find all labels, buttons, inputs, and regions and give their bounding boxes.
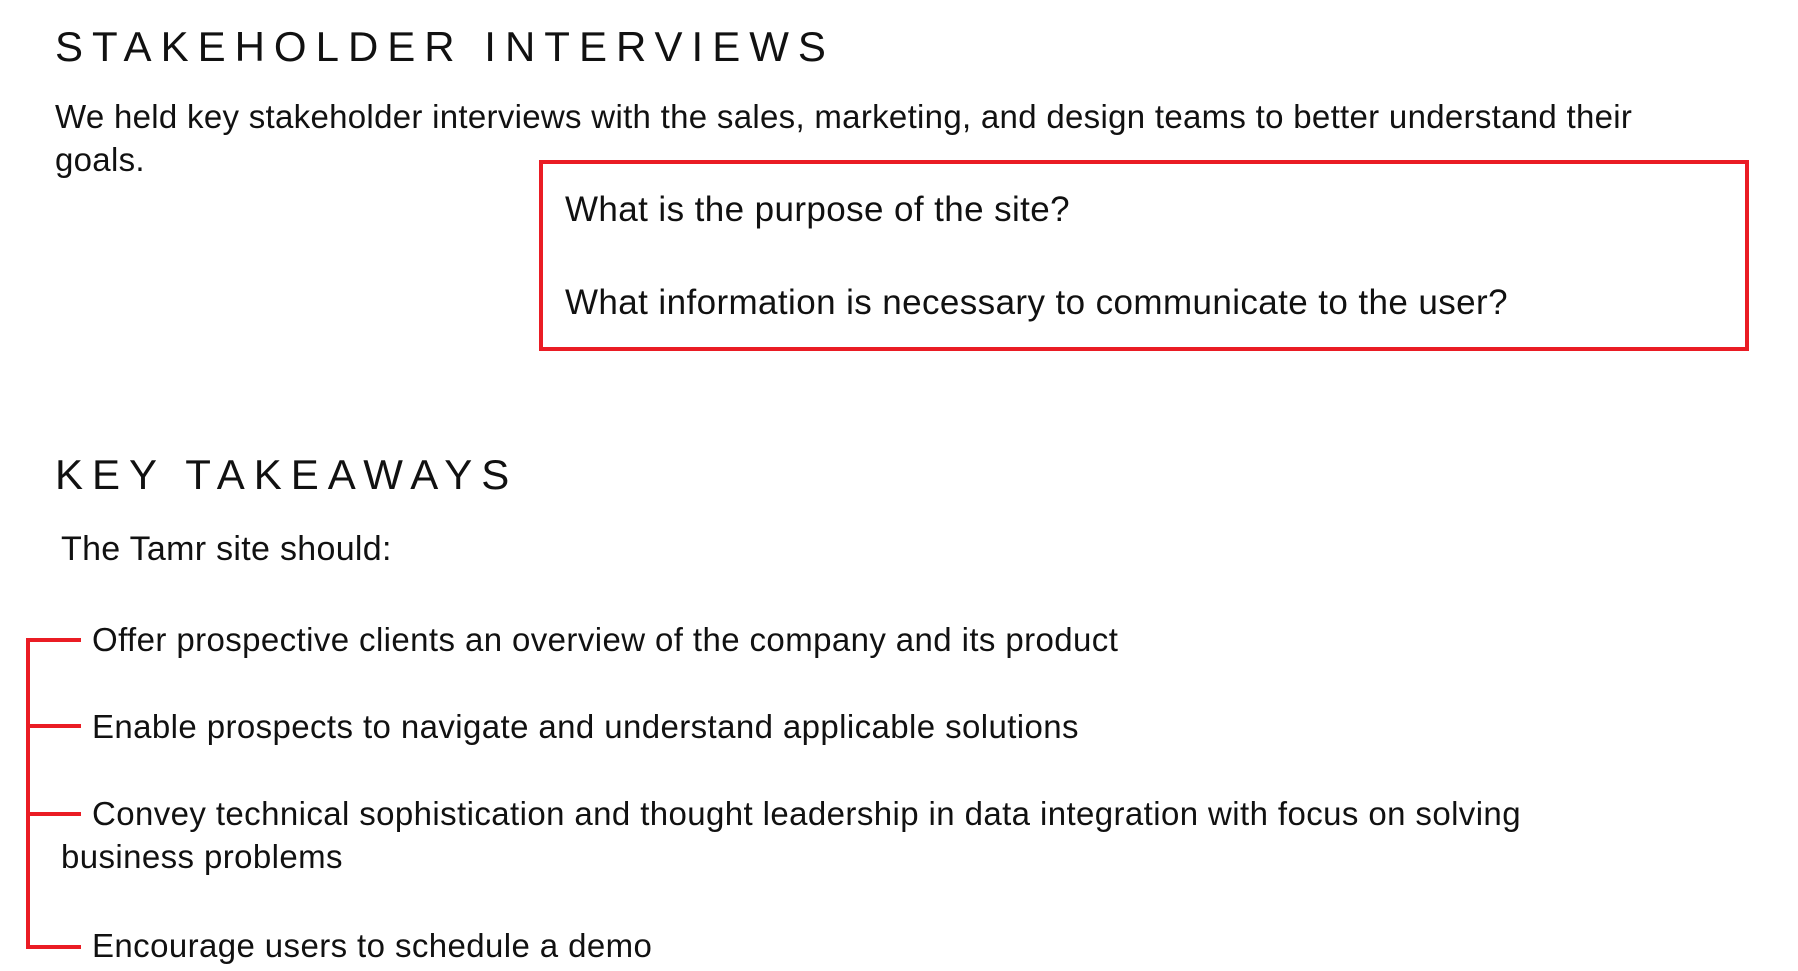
stakeholder-intro-text: We held key stakeholder interviews with …: [55, 98, 1633, 178]
bracket-tick-3: [26, 812, 81, 816]
bracket-tick-4: [26, 945, 81, 949]
key-takeaways-heading: KEY TAKEAWAYS: [55, 451, 519, 498]
bracket-tick-2: [26, 724, 81, 728]
bracket-tick-1: [26, 638, 81, 642]
question-purpose: What is the purpose of the site?: [565, 190, 1071, 229]
takeaway-item-overview: Offer prospective clients an overview of…: [92, 621, 1119, 658]
takeaways-bracket-line: [26, 638, 30, 949]
takeaway-item-demo: Encourage users to schedule a demo: [92, 927, 653, 964]
takeaway-item-navigate: Enable prospects to navigate and underst…: [92, 708, 1079, 745]
stakeholder-interviews-heading: STAKEHOLDER INTERVIEWS: [55, 23, 835, 70]
question-information: What information is necessary to communi…: [565, 283, 1508, 322]
takeaways-lead-text: The Tamr site should:: [61, 530, 392, 568]
interview-questions-box: What is the purpose of the site? What in…: [539, 160, 1749, 351]
takeaway-item-sophistication: Convey technical sophistication and thou…: [61, 795, 1521, 875]
